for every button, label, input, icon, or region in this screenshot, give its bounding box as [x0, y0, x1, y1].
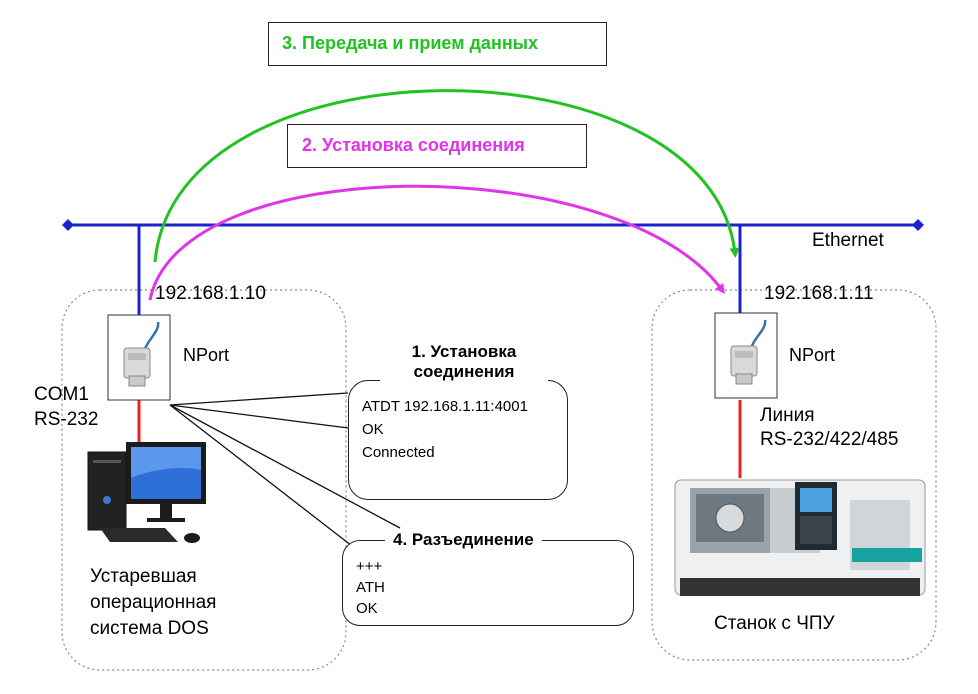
- ethernet-label: Ethernet: [812, 230, 884, 251]
- step2-box: [287, 124, 587, 168]
- right-site-region: [651, 289, 937, 661]
- com1-label: COM1: [34, 384, 89, 405]
- rs232-label: RS-232: [34, 409, 99, 430]
- right-ip-address: 192.168.1.11: [764, 283, 874, 304]
- left-site-region: [61, 289, 347, 671]
- ethernet-end-left: [62, 219, 74, 231]
- nport-left-icon: [107, 314, 171, 401]
- disconnect-command-line: +++: [356, 558, 383, 575]
- line-label: Линия: [760, 405, 815, 426]
- connect-commands-box: [348, 380, 568, 500]
- left-nport-label: NPort: [183, 345, 230, 365]
- desktop-computer-icon: [87, 442, 206, 543]
- connect-command-line: ATDT 192.168.1.11:4001: [362, 398, 528, 415]
- dos-caption-line: Устаревшая: [90, 566, 197, 587]
- connect-header-line2: соединения: [413, 362, 515, 381]
- right-nport-label: NPort: [789, 345, 836, 365]
- step3-label: 3. Передача и прием данных: [282, 33, 539, 53]
- step2-label: 2. Установка соединения: [302, 135, 525, 155]
- disconnect-header: 4. Разъединение: [385, 530, 542, 550]
- left-ip-address: 192.168.1.10: [155, 283, 266, 304]
- disconnect-command-line: ATH: [356, 579, 385, 596]
- step3-box: [268, 22, 607, 66]
- connect-command-line: OK: [362, 421, 384, 438]
- cnc-caption: Станок с ЧПУ: [714, 613, 835, 634]
- dos-caption-line: операционная: [90, 592, 217, 613]
- disconnect-command-line: OK: [356, 600, 378, 617]
- cnc-lathe-icon: [674, 479, 926, 596]
- dos-caption-line: система DOS: [90, 618, 209, 639]
- connection-setup-arrow: [148, 184, 725, 301]
- line-standard-label: RS-232/422/485: [760, 429, 899, 450]
- disconnect-commands-box: [342, 540, 634, 626]
- connect-header-line1: 1. Установка: [411, 342, 517, 361]
- connect-header: 1. Установка соединения: [380, 342, 548, 382]
- callout-pointers: [169, 392, 401, 547]
- connect-command-line: Connected: [362, 444, 435, 461]
- ethernet-end-right: [912, 219, 924, 231]
- nport-right-icon: [714, 312, 778, 399]
- data-transfer-arrow: [153, 89, 740, 263]
